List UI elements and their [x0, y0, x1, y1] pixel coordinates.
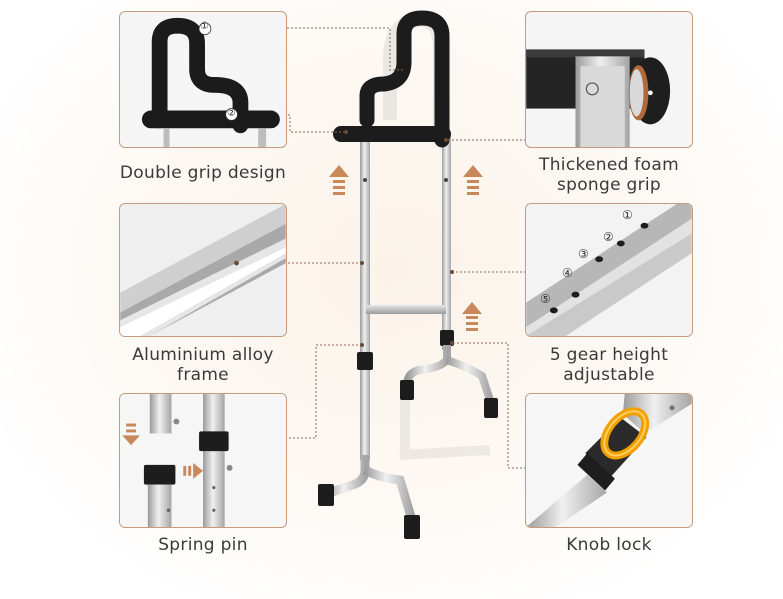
caption-knob-lock: Knob lock — [566, 535, 652, 555]
caption-double-grip: Double grip design — [119, 163, 287, 183]
spring-pin-down-arrow-icon — [122, 423, 140, 446]
height-marker-3: ③ — [578, 247, 589, 261]
caption-height-line1: 5 gear height — [549, 345, 669, 365]
height-marker-4: ④ — [562, 266, 573, 280]
height-marker-5: ⑤ — [540, 292, 551, 306]
panel-spring-pin — [119, 393, 287, 528]
height-arrow-right-icon — [463, 165, 483, 195]
panel-double-grip: ① ② — [119, 11, 287, 148]
height-marker-1: ① — [622, 208, 633, 222]
height-arrow-lower-icon — [462, 302, 482, 331]
grip-marker-2: ② — [227, 108, 236, 119]
height-marker-2: ② — [603, 230, 614, 244]
caption-aluminium-line1: Aluminium alloy — [132, 345, 274, 365]
panel-height: ① ② ③ ④ ⑤ — [525, 203, 693, 337]
caption-aluminium-line2: frame — [177, 365, 229, 385]
panel-foam-grip — [525, 11, 693, 148]
grip-marker-1: ① — [200, 21, 209, 32]
caption-height: 5 gear height adjustable — [515, 345, 703, 385]
caption-aluminium: Aluminium alloy frame — [112, 345, 294, 385]
caption-foam-grip-line2: sponge grip — [556, 175, 662, 195]
caption-spring-pin: Spring pin — [158, 535, 248, 555]
spring-pin-right-arrow-icon — [183, 462, 203, 479]
caption-foam-grip: Thickened foam sponge grip — [515, 155, 703, 195]
height-arrow-left-icon — [329, 165, 349, 195]
panel-aluminium — [119, 203, 287, 337]
caption-height-line2: adjustable — [563, 365, 655, 385]
caption-foam-grip-line1: Thickened foam — [539, 155, 679, 175]
panel-knob-lock — [525, 393, 693, 528]
